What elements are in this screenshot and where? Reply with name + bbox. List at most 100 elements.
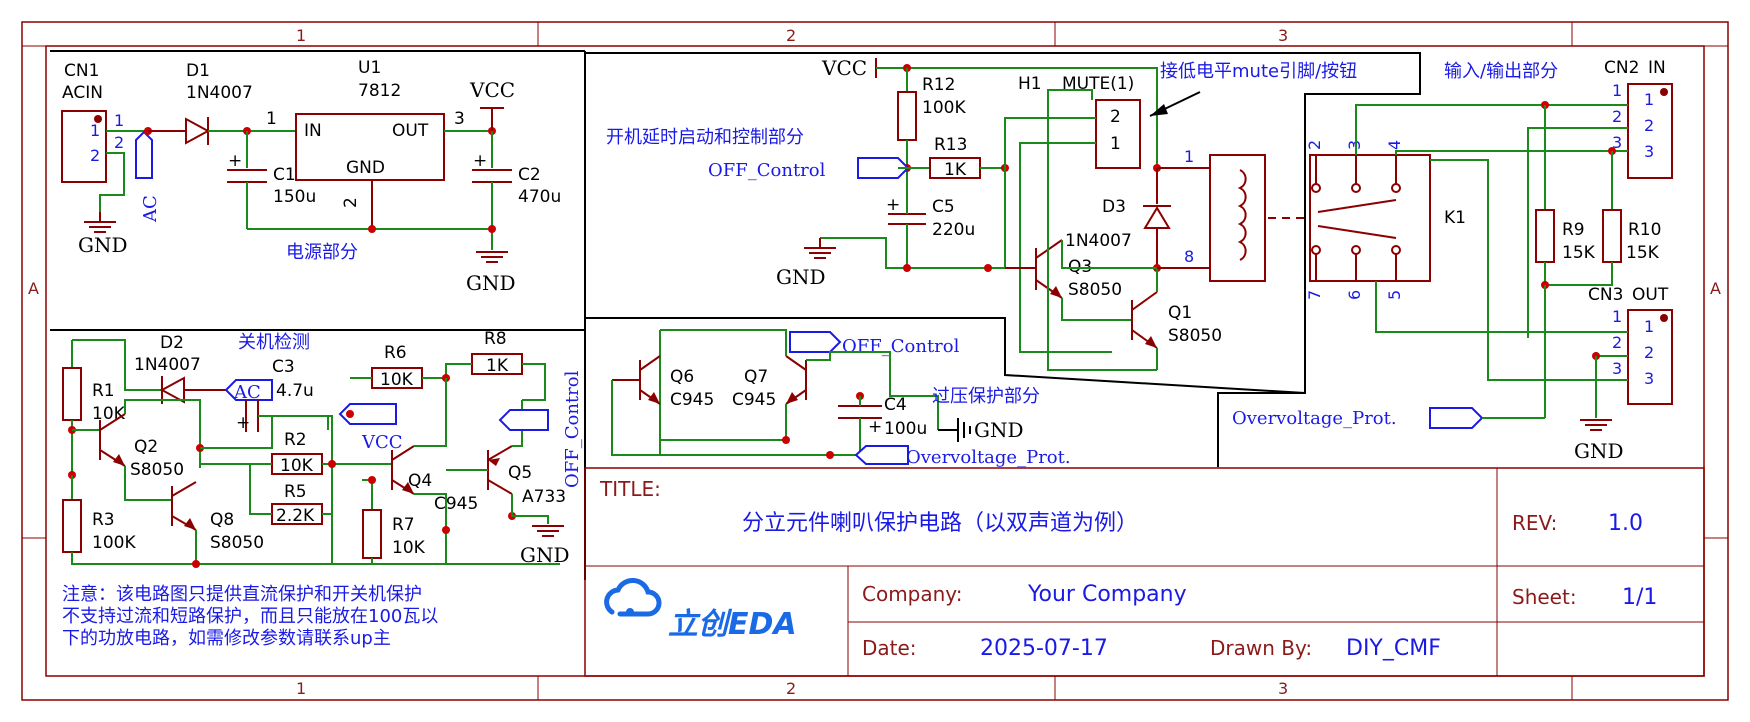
off-control-flag-3	[498, 409, 549, 431]
r9-resistor	[1535, 209, 1555, 263]
r13-ref: R13	[934, 135, 967, 155]
cn1-pin2: 2	[90, 146, 100, 165]
company-value: Your Company	[1027, 582, 1187, 607]
cn3-value: OUT	[1632, 285, 1669, 305]
r13-value: 1K	[944, 160, 967, 180]
cn2-pin3: 3	[1644, 142, 1654, 161]
c1-value: 150u	[273, 187, 316, 207]
cn3-pin3: 3	[1644, 369, 1654, 388]
q8-value: S8050	[210, 533, 264, 553]
cn2-pin2: 2	[1644, 116, 1654, 135]
cn2-ref: CN2	[1604, 58, 1639, 78]
u1-value: 7812	[358, 81, 401, 101]
u1-gnd: GND	[346, 158, 385, 178]
k1-pin3: 3	[1345, 140, 1364, 150]
rev-value: 1.0	[1608, 511, 1643, 536]
r8-value: 1K	[486, 356, 509, 376]
drawn-label: Drawn By:	[1210, 636, 1312, 660]
gnd-label-1: GND	[78, 233, 128, 257]
c5-value: 220u	[932, 220, 975, 240]
off-control-flag-2	[789, 331, 842, 353]
r7-ref: R7	[392, 515, 415, 535]
cn1-pin2-out: 2	[114, 133, 124, 152]
q4-ref: Q4	[408, 471, 432, 491]
r6-ref: R6	[384, 343, 407, 363]
h1-header	[1095, 99, 1141, 169]
row-label-right: A	[1710, 279, 1721, 298]
k1-coil-box	[1209, 154, 1266, 282]
gnd-label-5: GND	[520, 543, 570, 567]
q1-value: S8050	[1168, 326, 1222, 346]
vcc-label-3: VCC	[361, 432, 403, 453]
io-section: 输入/输出部分 CN2 IN 1 2 3 1 2 3 R9 15K R10 15…	[1232, 58, 1673, 463]
h1-ref: H1	[1018, 74, 1042, 94]
note-block: 注意：该电路图只提供直流保护和开关机保护 不支持过流和短路保护，而且只能放在10…	[62, 584, 438, 649]
c4-ref: C4	[884, 395, 907, 415]
date-value: 2025-07-17	[980, 636, 1108, 661]
cn3-pin2-out: 2	[1612, 333, 1622, 352]
cn3-pin3-out: 3	[1612, 359, 1622, 378]
col-label-bottom-2: 2	[786, 679, 796, 698]
col-label-bottom-3: 3	[1278, 679, 1288, 698]
c3-value: 4.7u	[276, 381, 314, 401]
cn3-pin2: 2	[1644, 343, 1654, 362]
cn2-pin1: 1	[1644, 90, 1654, 109]
cn2-pin3-out: 3	[1612, 133, 1622, 152]
r12-resistor	[897, 91, 917, 141]
col-label-top-3: 3	[1278, 26, 1288, 45]
section-overvoltage: 过压保护部分	[932, 386, 1040, 407]
q7-ref: Q7	[744, 367, 768, 387]
title-value: 分立元件喇叭保护电路（以双声道为例）	[742, 511, 1138, 536]
q3-value: S8050	[1068, 280, 1122, 300]
r1-resistor	[62, 367, 82, 421]
r6-value: 10K	[380, 370, 414, 390]
d1-value: 1N4007	[186, 83, 253, 103]
power-section: CN1 ACIN 1 2 1 2 AC GND D1 1N4007 1 + C1…	[61, 58, 561, 295]
k1-ref: K1	[1444, 208, 1466, 228]
off-control-label-2: OFF_Control	[842, 336, 960, 357]
off-control-label-3: OFF_Control	[562, 370, 583, 488]
cn1-connector	[61, 110, 107, 183]
lceda-logo-icon	[604, 578, 662, 617]
row-label-left: A	[28, 279, 39, 298]
svg-text:+: +	[236, 413, 250, 433]
u1-in: IN	[304, 121, 322, 141]
sheet-value: 1/1	[1622, 585, 1657, 610]
q7-value: C945	[732, 390, 776, 410]
ac-flag-2	[224, 379, 273, 401]
off-control-flag-1	[857, 157, 910, 179]
company-label: Company:	[862, 582, 962, 606]
d3-value: 1N4007	[1065, 231, 1132, 251]
r5-value: 2.2K	[276, 506, 315, 526]
overvoltage-section: Q6 C945 Q7 C945 OFF_Control + C4 100u 过压…	[611, 329, 1071, 468]
k1-pin7: 7	[1305, 290, 1324, 300]
sheet-label: Sheet:	[1512, 585, 1577, 609]
col-label-top-2: 2	[786, 26, 796, 45]
off-control-label-1: OFF_Control	[708, 160, 826, 181]
ac-net-label-2: AC	[233, 382, 261, 403]
u1-regulator	[295, 113, 445, 181]
u1-pin2: 2	[341, 197, 361, 208]
r2-ref: R2	[284, 430, 307, 450]
d1-ref: D1	[186, 61, 210, 81]
r10-resistor	[1602, 209, 1622, 263]
cn2-pin2-out: 2	[1612, 107, 1622, 126]
r1-ref: R1	[92, 381, 115, 401]
title-block: TITLE: 分立元件喇叭保护电路（以双声道为例） REV: 1.0 Compa…	[584, 467, 1705, 677]
delay-section: VCC R12 100K 开机延时启动和控制部分 OFF_Control R13…	[606, 56, 1466, 371]
k1-pin8: 8	[1184, 247, 1194, 266]
gnd-label-4: GND	[974, 418, 1024, 442]
r8-ref: R8	[484, 329, 507, 349]
gnd-label-3: GND	[776, 265, 826, 289]
overvoltage-flag-right	[1429, 407, 1484, 429]
r10-ref: R10	[1628, 220, 1661, 240]
cn2-pin1-out: 1	[1612, 81, 1622, 100]
overvoltage-flag-left	[854, 445, 909, 465]
d1-pin: 1	[266, 109, 277, 129]
q4-value: C945	[434, 494, 478, 514]
q5-ref: Q5	[508, 463, 532, 483]
k1-pin1: 1	[1184, 147, 1194, 166]
r1-value: 10K	[92, 404, 126, 424]
r12-ref: R12	[922, 75, 955, 95]
d2-ref: D2	[160, 333, 184, 353]
